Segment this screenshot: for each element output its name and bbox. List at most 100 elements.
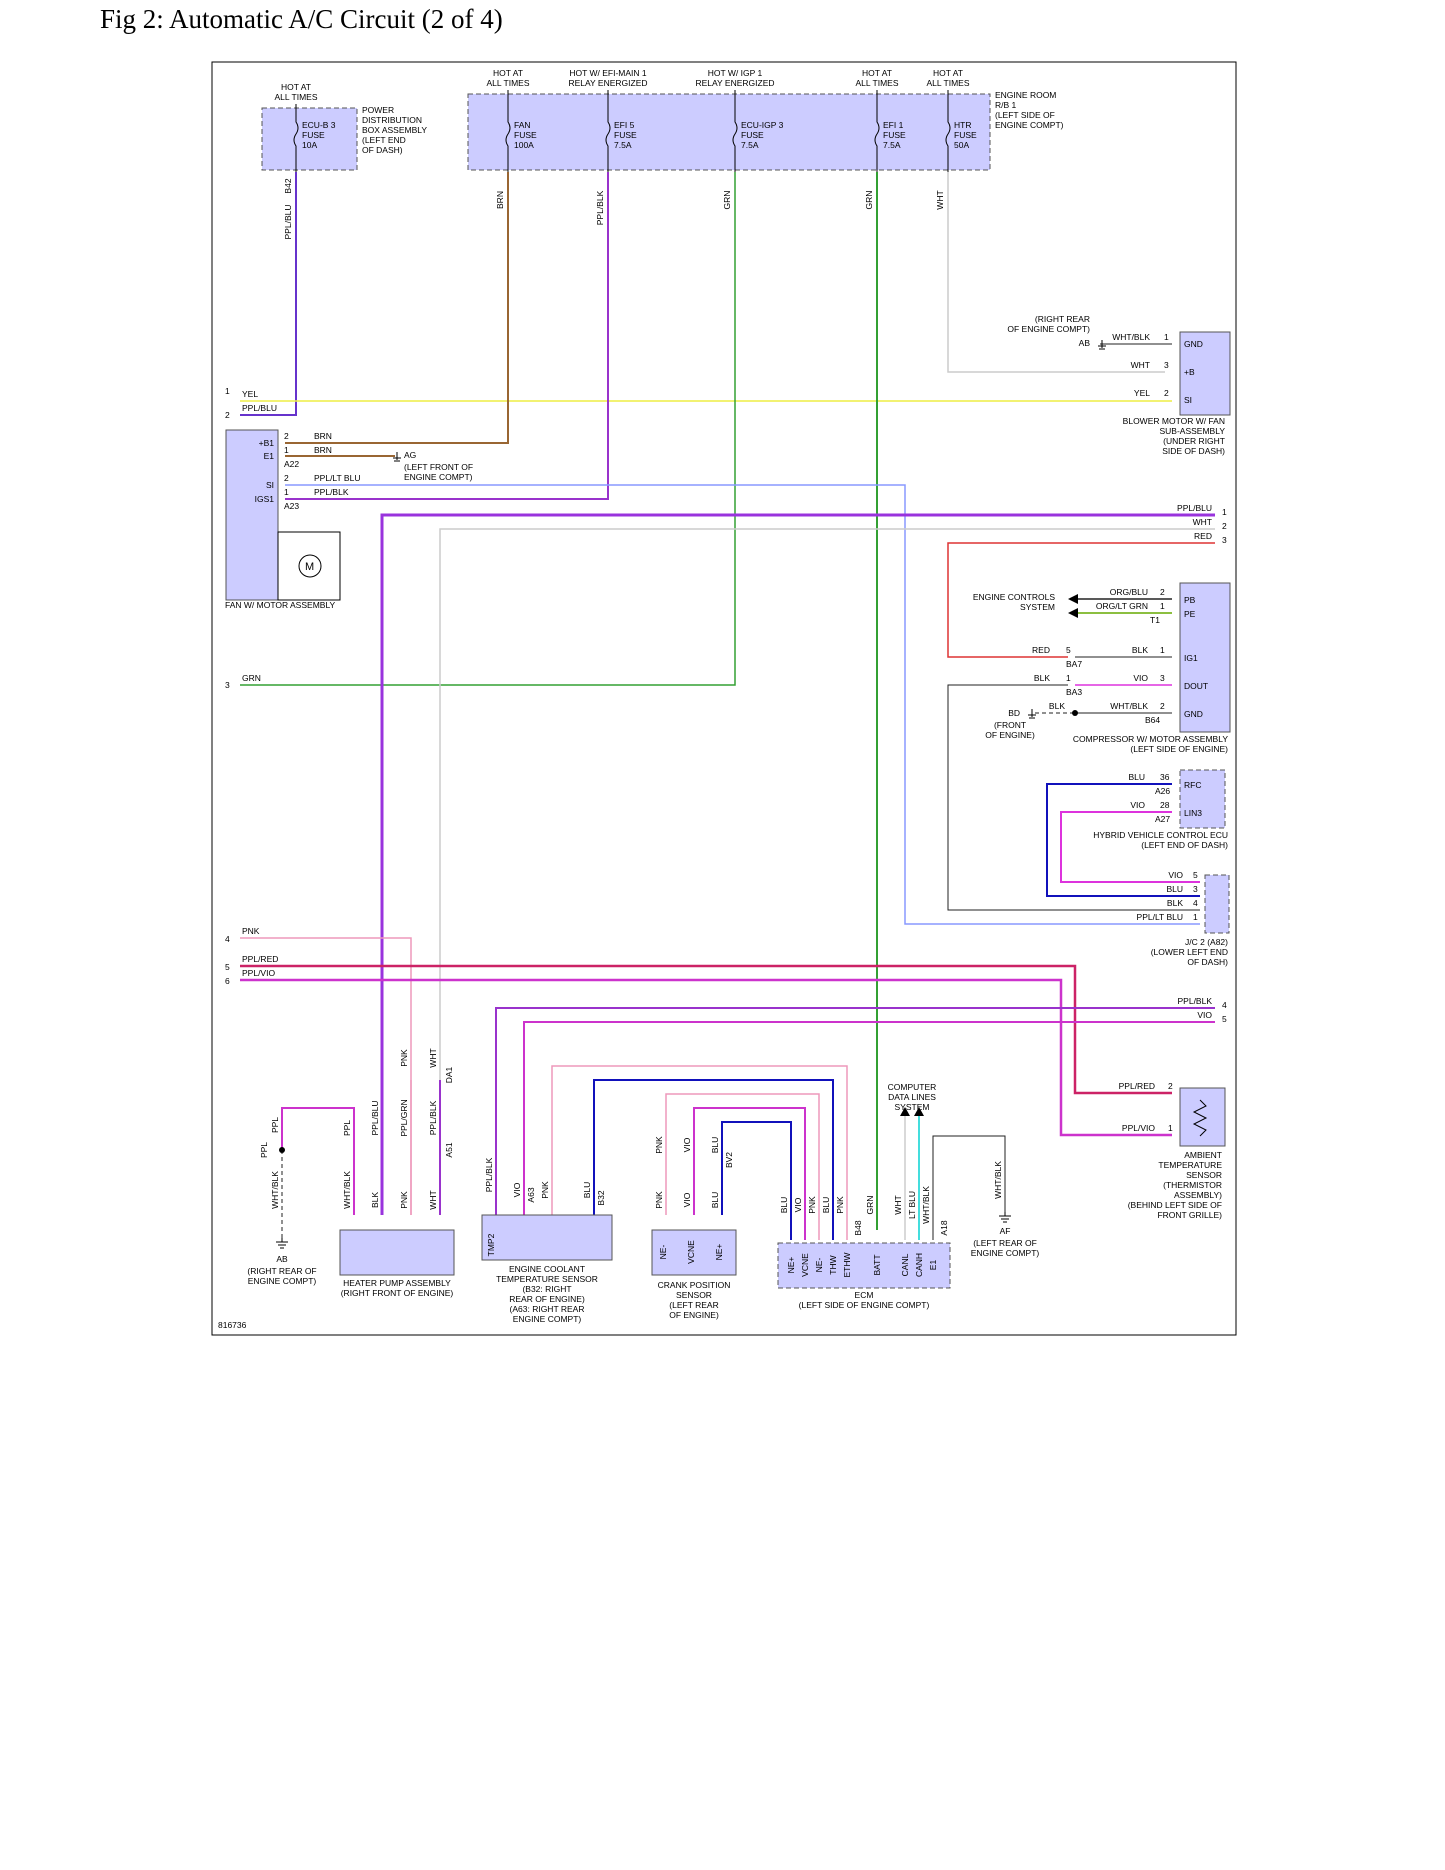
wire-label: PPL/BLK <box>428 1100 438 1135</box>
wire-label: WHT/BLK <box>1112 332 1150 342</box>
fan-pin: +B1 <box>259 438 275 448</box>
connector-label: BV2 <box>724 1152 734 1168</box>
wire-label: PPL <box>259 1142 269 1158</box>
wire-label: BLK <box>1167 898 1183 908</box>
connector-label: A18 <box>939 1220 949 1235</box>
ground-name: AB <box>1079 338 1091 348</box>
connector-label: A51 <box>444 1142 454 1157</box>
fuse-hot-label: HOT W/ EFI-MAIN 1 <box>569 68 647 78</box>
fuse-hot-label: HOT W/ IGP 1 <box>708 68 763 78</box>
arrow-canh <box>914 1107 924 1116</box>
ecm-pin: NE- <box>814 1258 824 1273</box>
fuse-rating-label: 100A <box>514 140 534 150</box>
component-label: TEMPERATURE SENSOR <box>496 1274 598 1284</box>
component-label: SENSOR <box>1186 1170 1222 1180</box>
wire-label: WHT/BLK <box>1110 701 1148 711</box>
hybrid-pin: LIN3 <box>1184 808 1202 818</box>
engine-room-relay-box <box>467 93 991 171</box>
thermistor-icon <box>1192 1099 1208 1137</box>
ground-ab-bottom-icon <box>276 1238 288 1249</box>
coolant-pin: TMP2 <box>486 1233 496 1256</box>
engine-controls-label: ENGINE CONTROLS <box>973 592 1056 602</box>
wire-label: PPL <box>342 1120 352 1136</box>
ground-af-icon <box>999 1212 1011 1223</box>
wire-label: BLU <box>1166 884 1183 894</box>
fan-pin: E1 <box>264 451 275 461</box>
wire-label: PPL <box>270 1117 280 1133</box>
ground-location: ENGINE COMPT) <box>248 1276 317 1286</box>
wire-brn-fan <box>285 172 509 444</box>
fan-motor-assembly <box>225 429 279 601</box>
wire-label: VIO <box>1168 870 1183 880</box>
wire-label: BLU <box>710 1192 720 1209</box>
wire-label: WHT/BLK <box>342 1171 352 1209</box>
compressor-pin-number: 1 <box>1160 601 1165 611</box>
wire-label: VIO <box>512 1182 522 1197</box>
compressor-pin: PE <box>1184 609 1196 619</box>
ground-location: OF ENGINE) <box>985 730 1035 740</box>
connector-label: B42 <box>283 178 293 193</box>
wire-label: PPL/BLK <box>314 487 349 497</box>
wire-label: WHT/BLK <box>921 1186 931 1224</box>
wire-wht-main <box>439 528 1215 1215</box>
figure-id: 816736 <box>218 1320 247 1330</box>
component-label: (BEHIND LEFT SIDE OF <box>1128 1200 1222 1210</box>
jc2-connector <box>1204 874 1230 934</box>
right-pin-number: 2 <box>1222 521 1227 531</box>
fuse-hot-label: ALL TIMES <box>927 78 970 88</box>
wire-label: BLU <box>582 1182 592 1199</box>
power-dist-box-label: BOX ASSEMBLY <box>362 125 427 135</box>
component-label: BLOWER MOTOR W/ FAN <box>1123 416 1225 426</box>
wire-grn-igp <box>240 172 736 686</box>
wire-ppl-red <box>240 964 1172 1095</box>
wire-label: LT BLU <box>907 1191 917 1219</box>
right-pin-number: 3 <box>1222 535 1227 545</box>
arrow-org-lt-grn <box>1068 608 1078 618</box>
diagram-frame <box>211 61 1237 1336</box>
fuse-rating-label: FUSE <box>883 130 906 140</box>
left-pin-number: 6 <box>225 976 230 986</box>
ecm-pin: CANL <box>900 1253 910 1276</box>
wire-label: BLU <box>1128 772 1145 782</box>
fuse-rating-label: 50A <box>954 140 969 150</box>
power-dist-box-label: POWER <box>362 105 394 115</box>
component-label: SUB-ASSEMBLY <box>1159 426 1225 436</box>
compressor <box>1179 582 1231 733</box>
junction-dot-bd <box>1072 710 1078 716</box>
fuse-rating-label: FUSE <box>741 130 764 140</box>
wire-label: PPL/BLK <box>1178 996 1213 1006</box>
fuse-symbol <box>505 90 511 172</box>
ecm-pin: CANH <box>914 1253 924 1277</box>
wire-pnk-coolant <box>551 1065 848 1240</box>
wire-blu-coolant <box>593 1079 834 1240</box>
left-pin-number: 2 <box>225 410 230 420</box>
component-label: COMPRESSOR W/ MOTOR ASSEMBLY <box>1073 734 1228 744</box>
component-label: SYSTEM <box>895 1102 930 1112</box>
component-label: (THERMISTOR <box>1163 1180 1222 1190</box>
wire-label: GRN <box>722 191 732 210</box>
component-label: OF DASH) <box>1187 957 1228 967</box>
wire-label: PNK <box>835 1196 845 1214</box>
ecm-pin: VCNE <box>800 1253 810 1277</box>
right-pin-number: 4 <box>1222 1000 1227 1010</box>
connector-label: A22 <box>284 459 299 469</box>
blower-pin: SI <box>1184 395 1192 405</box>
component-label: FAN W/ MOTOR ASSEMBLY <box>225 600 336 610</box>
wire-label: WHT/BLK <box>270 1171 280 1209</box>
wire-ppl-heater <box>281 1107 355 1215</box>
fuse-symbol <box>605 90 611 172</box>
wire-label: BLU <box>779 1197 789 1214</box>
wire-label: WHT <box>428 1190 438 1209</box>
fuse-rating-label: 10A <box>302 140 317 150</box>
connector-label: A63 <box>526 1187 536 1202</box>
component-label: J/C 2 (A82) <box>1185 937 1228 947</box>
ambient-temp-sensor <box>1179 1087 1226 1147</box>
component-label: ENGINE COMPT) <box>513 1314 582 1324</box>
component-label: REAR OF ENGINE) <box>509 1294 585 1304</box>
page-title: Fig 2: Automatic A/C Circuit (2 of 4) <box>100 4 503 34</box>
connector-label: T1 <box>1150 615 1160 625</box>
compressor-pin: PB <box>1184 595 1196 605</box>
fuse-hot-label: ALL TIMES <box>275 92 318 102</box>
hybrid-ecu <box>1179 769 1226 829</box>
component-label: (A63: RIGHT REAR <box>510 1304 585 1314</box>
